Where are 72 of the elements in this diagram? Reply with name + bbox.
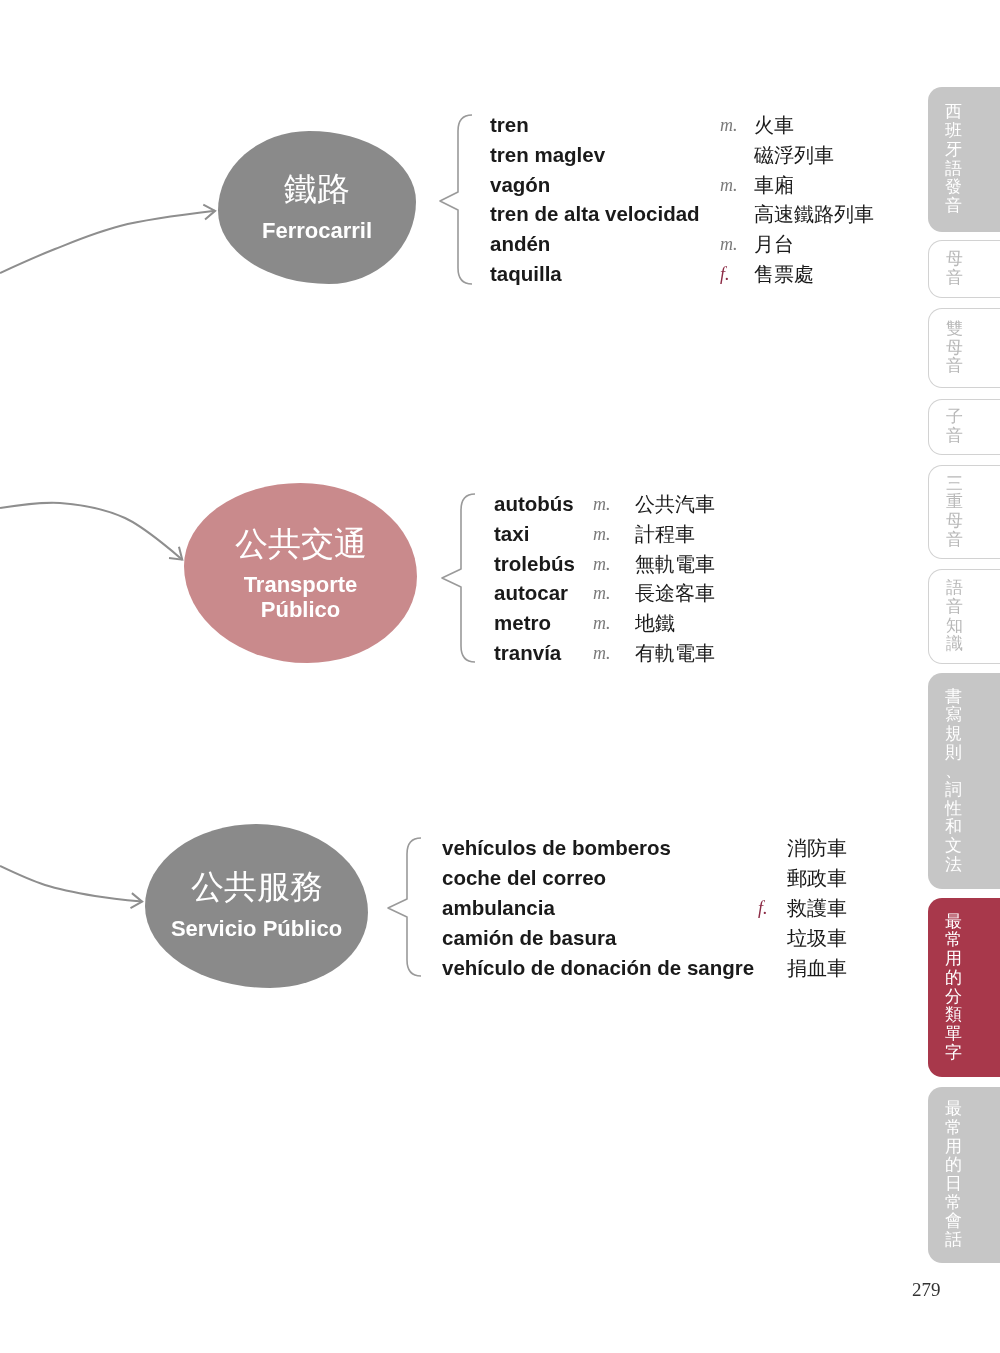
gender-mark: m. — [720, 173, 738, 196]
tab-label: 書寫規則、詞性和文法 — [945, 687, 962, 875]
spanish-word: vagón — [490, 172, 551, 197]
spanish-word: taquilla — [490, 262, 562, 286]
spanish-word: autobús — [494, 492, 574, 516]
tab-label: 最常用的分類單字 — [945, 912, 962, 1063]
spanish-word: coche del correo — [442, 866, 607, 890]
chapter-tab — [928, 898, 1000, 1077]
spanish-word: camión de basura — [442, 926, 617, 950]
spanish-word: autocar — [494, 581, 569, 606]
chinese-translation: 售票處 — [754, 262, 814, 287]
blob-title: 公共交通 — [234, 524, 367, 564]
chinese-translation: 車廂 — [754, 172, 794, 198]
spanish-word: tranvía — [494, 641, 562, 665]
spanish-word: taxi — [494, 521, 530, 546]
chinese-translation: 高速鐵路列車 — [754, 202, 874, 228]
gender-mark: m. — [593, 612, 611, 635]
chinese-translation: 垃圾車 — [787, 926, 847, 951]
spanish-word: tren — [490, 113, 529, 137]
spanish-word: tren de alta velocidad — [490, 202, 700, 227]
tab-label: 子音 — [946, 408, 963, 446]
chinese-translation: 消防車 — [787, 836, 847, 861]
blob-subtitle: Servicio Público — [170, 916, 343, 941]
chapter-tab — [928, 569, 1000, 664]
curved-arrow — [0, 203, 217, 274]
spanish-word: ambulancia — [442, 896, 555, 920]
curved-arrow — [0, 501, 184, 561]
chinese-translation: 有軌電車 — [635, 641, 715, 666]
chapter-tab — [928, 673, 1000, 889]
chinese-translation: 救護車 — [787, 896, 847, 921]
spanish-word: andén — [490, 232, 551, 257]
tab-label: 西班牙語發音 — [945, 103, 962, 216]
tab-label: 最常用的日常會話 — [945, 1100, 962, 1250]
gender-mark: m. — [720, 233, 738, 256]
blob-title: 鐵路 — [284, 169, 350, 209]
chapter-tab — [928, 1087, 1000, 1263]
gender-mark: m. — [593, 642, 611, 664]
gender-mark: f. — [720, 263, 730, 285]
spanish-word: trolebús — [494, 551, 575, 576]
tab-label: 雙母音 — [946, 319, 963, 377]
curved-arrow — [0, 865, 144, 910]
blob-subtitle: Transporte Público — [242, 572, 359, 622]
tab-label: 母音 — [946, 250, 963, 288]
chapter-tab — [928, 465, 1000, 559]
chinese-translation: 公共汽車 — [635, 492, 715, 517]
chinese-translation: 長途客車 — [635, 581, 715, 607]
spanish-word: vehículos de bomberos — [442, 836, 671, 860]
gender-mark: f. — [758, 897, 768, 919]
chapter-tab — [928, 87, 1000, 232]
chinese-translation: 火車 — [754, 113, 794, 138]
chinese-translation: 無軌電車 — [635, 551, 715, 577]
gender-mark: m. — [593, 522, 611, 545]
chinese-translation: 郵政車 — [787, 866, 847, 891]
chapter-tab — [928, 399, 1000, 455]
page-number: 279 — [912, 1279, 941, 1301]
gender-mark: m. — [593, 582, 611, 605]
spanish-word: metro — [494, 611, 551, 636]
gender-mark: m. — [593, 552, 611, 575]
chinese-translation: 磁浮列車 — [754, 142, 834, 168]
gender-mark: m. — [720, 114, 738, 136]
blob-title: 公共服務 — [190, 867, 323, 907]
chapter-tab — [928, 240, 1000, 298]
spanish-word: tren maglev — [490, 142, 606, 167]
chinese-translation: 地鐵 — [635, 611, 675, 637]
gender-mark: m. — [593, 493, 611, 515]
chapter-tab — [928, 308, 1000, 388]
tab-label: 語音知識 — [946, 579, 963, 654]
chinese-translation: 捐血車 — [787, 956, 847, 981]
blob-subtitle: Ferrocarril — [261, 218, 373, 243]
spanish-word: vehículo de donación de sangre — [442, 956, 755, 980]
chinese-translation: 計程車 — [635, 521, 695, 547]
chinese-translation: 月台 — [754, 232, 794, 258]
